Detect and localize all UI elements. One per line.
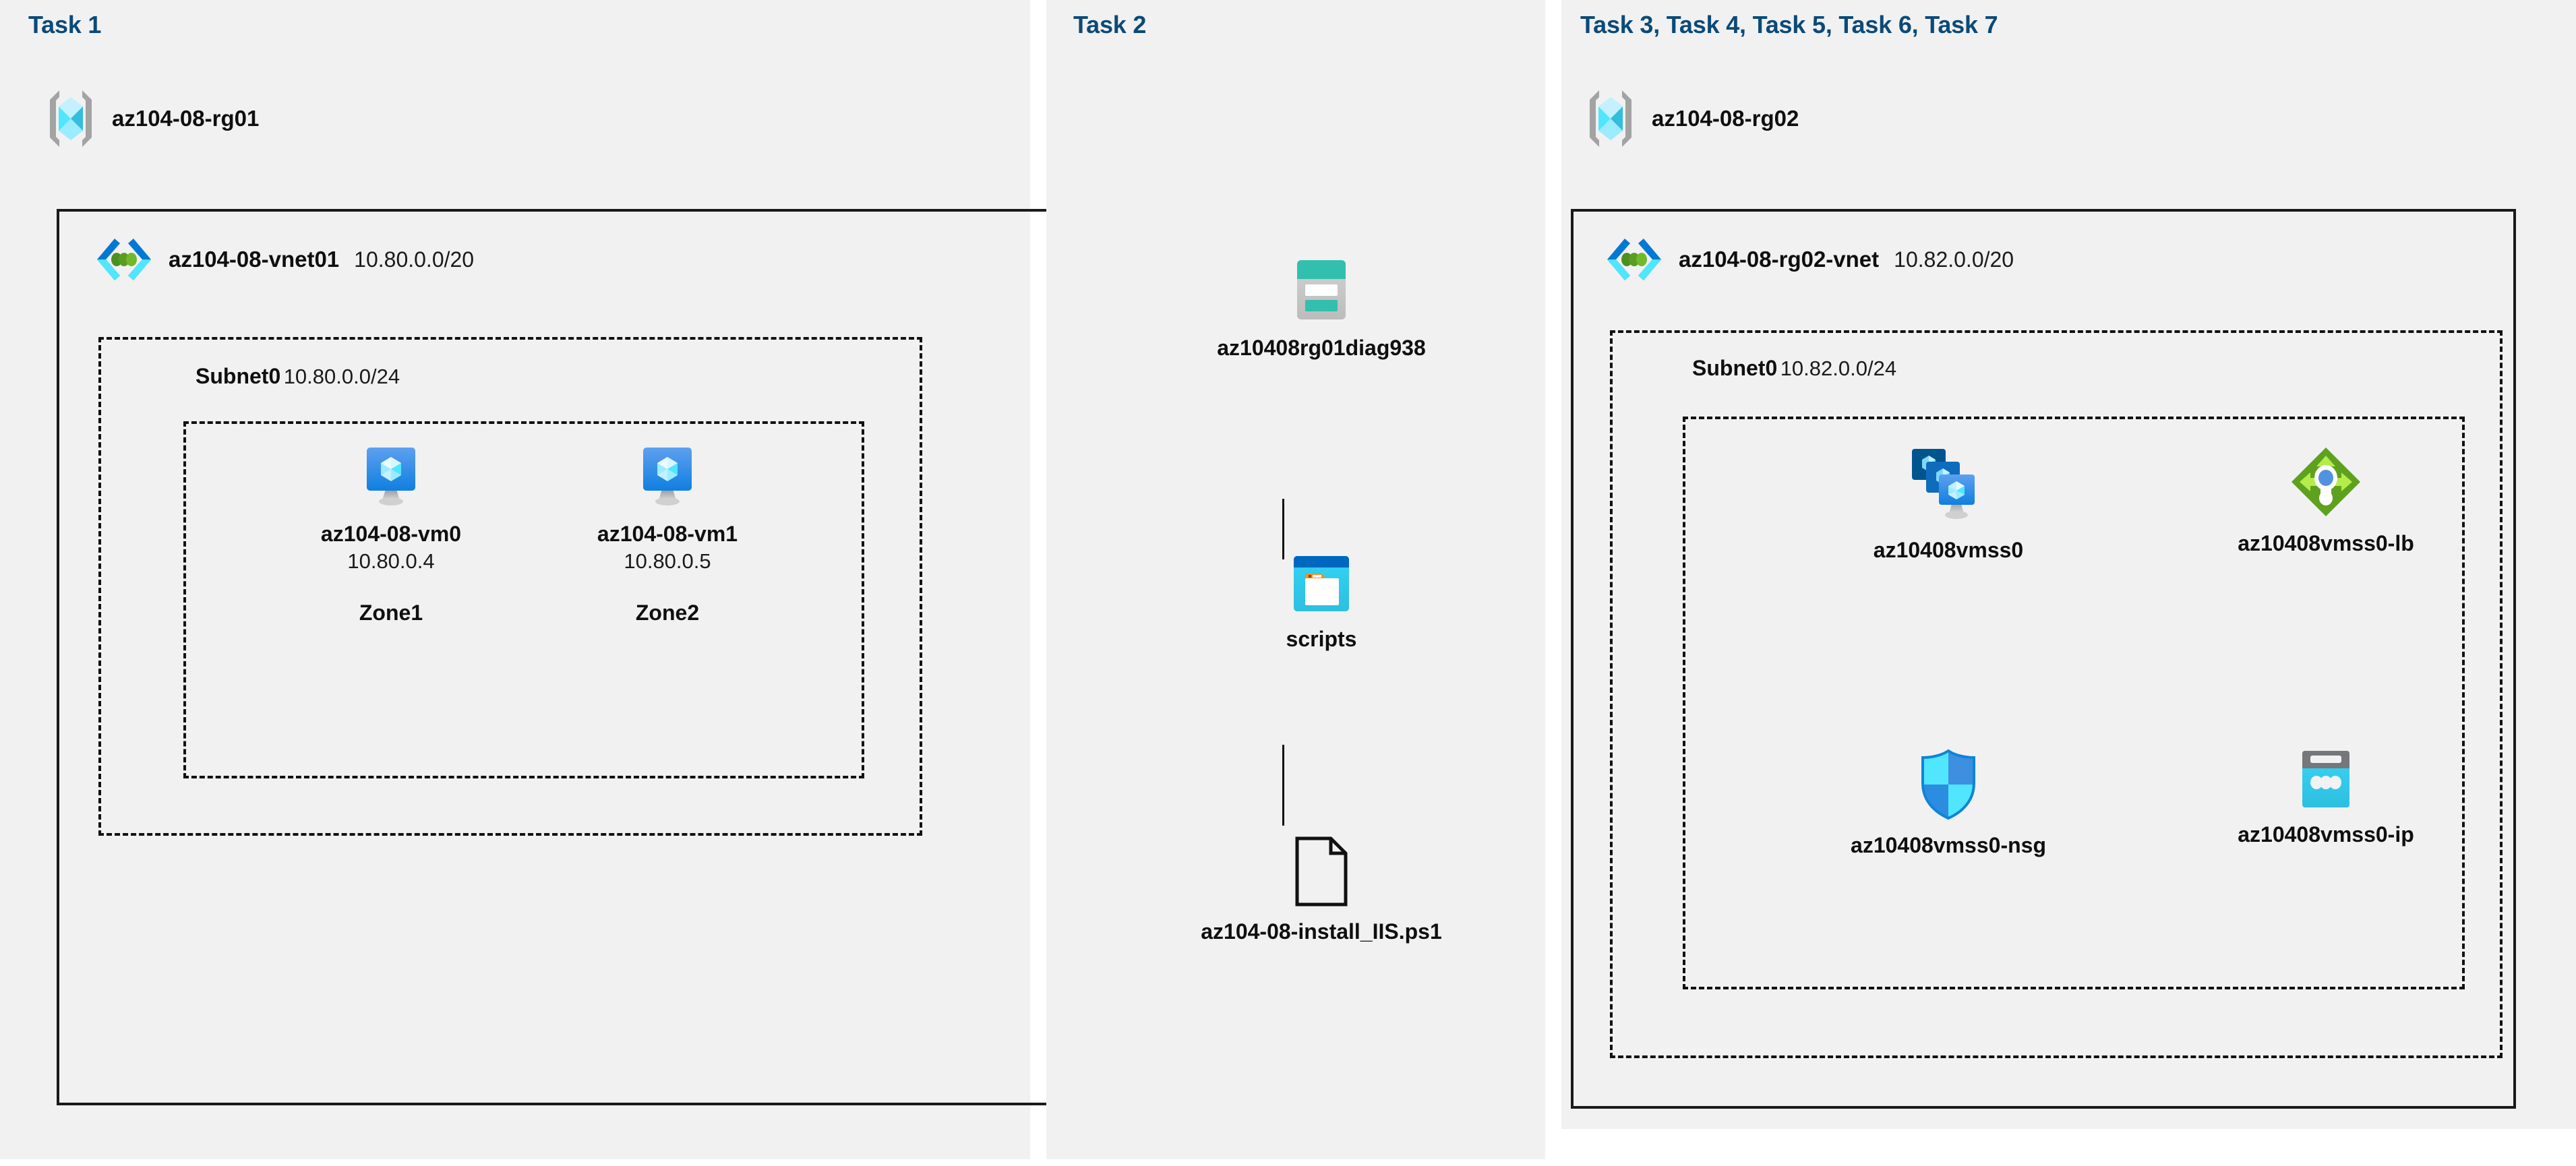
script-file-node[interactable]: az104-08-install_IIS.ps1 [1112,836,1530,944]
vm0-zone: Zone1 [359,601,423,625]
vnet-boundary-az104-08-rg02-vnet [1571,209,2516,1109]
subnet-name: Subnet0 [196,364,281,388]
public-ip-address-icon [2293,748,2359,810]
resource-group-icon [47,88,94,150]
storage-to-container-connector [1282,499,1284,559]
availability-zones-boundary [183,421,864,778]
network-security-group-node[interactable]: az10408vmss0-nsg [1787,748,2110,858]
vnet-name-label: az104-08-rg02-vnet [1679,247,1880,272]
load-balancer-icon [2289,445,2363,519]
virtual-network-az104-08-rg02-vnet: az104-08-rg02-vnet 10.82.0.0/20 [1605,236,2014,283]
task1-panel [0,0,1030,1159]
vm0-name: az104-08-vm0 [320,522,462,546]
task3-7-heading: Task 3, Task 4, Task 5, Task 6, Task 7 [1580,11,1998,38]
blob-container-name: scripts [1286,627,1357,651]
storage-account-icon [1291,256,1352,324]
subnet-label-task3: Subnet0 10.82.0.0/24 [1692,356,1896,381]
subnet-boundary-task3 [1610,330,2503,1058]
storage-account-name: az10408rg01diag938 [1217,336,1426,360]
task3-7-panel [1561,0,2576,1129]
subnet-cidr: 10.80.0.0/24 [283,365,400,388]
vm1-name: az104-08-vm1 [597,522,738,546]
vm-scale-set-node[interactable]: az10408vmss0 [1773,445,2124,563]
resource-group-label: az104-08-rg02 [1652,106,1799,131]
subnet-cidr: 10.82.0.0/24 [1780,357,1897,380]
vnet-cidr-label: 10.80.0.0/20 [354,247,475,272]
file-icon [1292,836,1351,907]
nsg-name: az10408vmss0-nsg [1851,833,2046,857]
shield-icon [1917,748,1979,821]
resource-group-az104-08-rg01: az104-08-rg01 [47,88,259,150]
public-ip-name: az10408vmss0-ip [2238,822,2414,847]
container-to-file-connector [1282,745,1284,826]
virtual-network-az104-08-vnet01: az104-08-vnet01 10.80.0.0/20 [94,236,474,283]
vm-scale-set-icon [1907,445,1990,526]
vm1-zone: Zone2 [635,601,700,625]
blob-container-node[interactable]: scripts [1173,553,1470,652]
virtual-machine-vm1[interactable]: az104-08-vm1 10.80.0.5 Zone2 [533,445,802,625]
task1-heading: Task 1 [28,11,102,38]
load-balancer-name: az10408vmss0-lb [2238,531,2414,555]
vm0-ip: 10.80.0.4 [347,549,435,573]
blob-container-icon [1290,553,1352,615]
virtual-network-icon [1605,236,1664,283]
virtual-machine-icon [634,445,700,510]
storage-account-node[interactable]: az10408rg01diag938 [1133,256,1510,361]
subnet-boundary-task1 [98,337,922,836]
vnet-name-label: az104-08-vnet01 [169,247,340,272]
public-ip-address-node[interactable]: az10408vmss0-ip [2144,748,2508,847]
subnet-name: Subnet0 [1692,356,1778,380]
resource-group-az104-08-rg02: az104-08-rg02 [1587,88,1799,150]
vmss-name: az10408vmss0 [1873,538,2024,562]
virtual-machine-vm0[interactable]: az104-08-vm0 10.80.0.4 Zone1 [256,445,526,625]
virtual-machine-icon [358,445,424,510]
resource-group-icon [1587,88,1634,150]
load-balancer-node[interactable]: az10408vmss0-lb [2144,445,2508,556]
subnet-inner-boundary [1683,417,2465,989]
script-file-name: az104-08-install_IIS.ps1 [1201,919,1442,944]
vnet-cidr-label: 10.82.0.0/20 [1894,247,2014,272]
subnet-label-task1: Subnet0 10.80.0.0/24 [196,364,400,389]
resource-group-label: az104-08-rg01 [112,106,260,131]
virtual-network-icon [94,236,154,283]
task2-heading: Task 2 [1073,11,1147,38]
vm1-ip: 10.80.0.5 [624,549,711,573]
